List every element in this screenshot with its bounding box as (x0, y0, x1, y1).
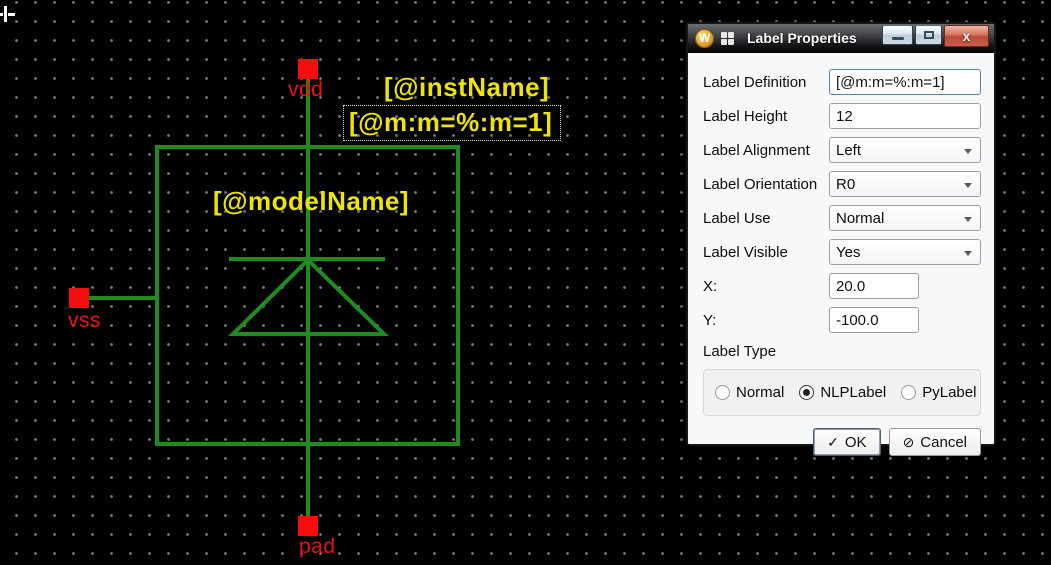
selected-value: R0 (836, 175, 856, 193)
diode-triangle[interactable] (228, 257, 389, 336)
check-icon: ✓ (827, 434, 839, 450)
field-label: Label Height (703, 107, 788, 125)
field-row-x: X: (703, 273, 981, 299)
dialog-titlebar[interactable]: W Label Properties x (688, 24, 994, 53)
field-label: Label Orientation (703, 175, 818, 193)
label-type-group-title: Label Type (703, 343, 777, 360)
selected-value: Left (836, 141, 862, 159)
field-row-label-use: Label Use Normal (703, 205, 981, 231)
radio-label: Normal (736, 384, 785, 401)
chevron-down-icon (964, 217, 972, 222)
selected-value: Normal (836, 209, 885, 227)
pin-pad[interactable] (298, 516, 318, 536)
dialog-title: Label Properties (747, 30, 857, 46)
pin-label-vss[interactable]: vss (68, 309, 101, 332)
cancel-button[interactable]: ⊘ Cancel (888, 428, 981, 456)
radio-normal[interactable]: Normal (715, 384, 784, 401)
symbol-outline[interactable] (155, 145, 460, 446)
radio-label: NLPLabel (820, 384, 887, 401)
label-use-select[interactable]: Normal (829, 205, 981, 231)
cancel-button-label: Cancel (920, 433, 967, 451)
origin-crosshair-icon (0, 6, 16, 23)
app-logo-icon: W (695, 28, 714, 48)
label-visible-select[interactable]: Yes (829, 239, 981, 265)
pin-label-pad[interactable]: pad (299, 535, 336, 558)
close-icon: x (962, 28, 971, 44)
radio-icon (901, 385, 917, 400)
x-coordinate-input[interactable] (829, 273, 919, 299)
radio-nlplabel[interactable]: NLPLabel (799, 384, 886, 401)
label-height-input[interactable] (829, 103, 981, 129)
label-orientation-select[interactable]: R0 (829, 171, 981, 197)
radio-icon (715, 385, 730, 400)
label-nlp-expression-selected[interactable]: [@m:m=%:m=1] (343, 105, 562, 141)
field-label: Label Visible (703, 243, 788, 261)
ok-button[interactable]: ✓ OK (813, 428, 881, 456)
pin-label-vdd[interactable]: vdd (288, 78, 324, 101)
minimize-icon (891, 36, 904, 40)
chevron-down-icon (964, 183, 972, 188)
pin-vdd[interactable] (298, 59, 318, 79)
selected-value: Yes (836, 243, 861, 261)
radio-checked-icon (799, 385, 815, 400)
field-row-label-alignment: Label Alignment Left (703, 137, 981, 163)
cancel-icon: ⊘ (902, 434, 915, 450)
pin-vss[interactable] (69, 288, 89, 308)
field-label: Y: (703, 311, 717, 329)
field-row-label-visible: Label Visible Yes (703, 239, 981, 265)
field-label: X: (703, 277, 718, 295)
window-menu-icon (721, 31, 734, 45)
field-label: Label Definition (703, 73, 807, 91)
maximize-button[interactable] (915, 25, 942, 45)
radio-pylabel[interactable]: PyLabel (901, 384, 976, 401)
label-inst-name[interactable]: [@instName] (384, 72, 550, 102)
field-label: Label Use (703, 209, 771, 227)
label-definition-input[interactable] (829, 69, 981, 95)
radio-label: PyLabel (922, 384, 977, 401)
y-coordinate-input[interactable] (829, 307, 919, 333)
minimize-button[interactable] (882, 25, 913, 45)
label-alignment-select[interactable]: Left (829, 137, 981, 163)
field-row-y: Y: (703, 307, 981, 333)
field-row-label-definition: Label Definition (703, 69, 981, 95)
chevron-down-icon (964, 251, 972, 256)
label-properties-dialog: W Label Properties x Label Definition La… (686, 22, 996, 456)
field-label: Label Alignment (703, 141, 810, 159)
close-button[interactable]: x (944, 25, 989, 47)
field-row-label-orientation: Label Orientation R0 (703, 171, 981, 197)
ok-button-label: OK (844, 433, 867, 451)
label-model-name[interactable]: [@modelName] (213, 186, 410, 216)
chevron-down-icon (964, 149, 972, 154)
label-type-radio-group: Normal NLPLabel PyLabel (703, 369, 981, 416)
maximize-icon (923, 31, 934, 39)
field-row-label-height: Label Height (703, 103, 981, 129)
